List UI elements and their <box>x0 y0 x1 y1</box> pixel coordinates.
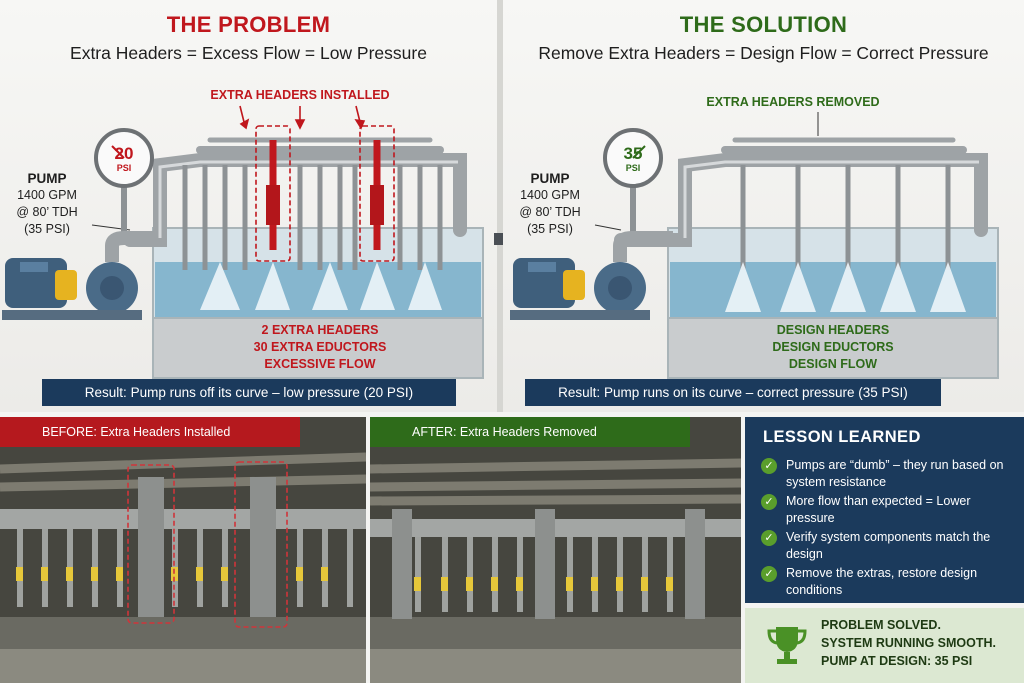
pump-icon <box>510 231 673 320</box>
tank-note: 30 EXTRA EDUCTORS <box>253 340 387 354</box>
water-spray <box>200 262 442 310</box>
solution-result-bar: Result: Pump runs on its curve – correct… <box>525 379 941 406</box>
problem-solved-panel: PROBLEM SOLVED. SYSTEM RUNNING SMOOTH. P… <box>745 608 1024 683</box>
solution-gauge-value: 35 <box>623 144 643 163</box>
callout-arrows <box>239 105 366 130</box>
eductor-drops <box>182 165 443 270</box>
pressure-gauge-icon <box>94 128 154 235</box>
header-piping <box>123 137 467 247</box>
problem-tank-notes: 2 EXTRA HEADERS 30 EXTRA EDUCTORS EXCESS… <box>215 322 425 373</box>
pump-leader-line <box>594 224 622 231</box>
tank-base <box>667 317 999 379</box>
after-photo: AFTER: Extra Headers Removed <box>370 417 741 683</box>
check-icon: ✓ <box>761 494 777 510</box>
pump-label: PUMP 1400 GPM @ 80’ TDH (35 PSI) <box>16 171 78 236</box>
solution-title: THE SOLUTION <box>679 12 848 37</box>
before-photo-illustration <box>0 417 366 683</box>
header-highlight <box>158 160 458 238</box>
extra-headers-removed-callout: EXTRA HEADERS REMOVED <box>706 95 880 109</box>
problem-subtitle: Extra Headers = Excess Flow = Low Pressu… <box>70 43 427 63</box>
problem-gauge-unit: PSI <box>116 163 132 173</box>
tank-base <box>152 317 484 379</box>
solution-system-illustration <box>510 112 999 379</box>
problem-gauge-value: 20 <box>114 144 134 163</box>
tank-note: DESIGN HEADERS <box>776 323 890 337</box>
lesson-title: LESSON LEARNED <box>763 428 921 446</box>
lesson-learned-panel: LESSON LEARNED ✓ Pumps are “dumb” – they… <box>745 417 1024 603</box>
problem-result-bar: Result: Pump runs off its curve – low pr… <box>42 379 456 406</box>
pump-icon <box>2 231 155 320</box>
lesson-item: ✓ More flow than expected = Lower pressu… <box>761 493 1011 527</box>
problem-solved-text: PROBLEM SOLVED. SYSTEM RUNNING SMOOTH. P… <box>821 618 997 668</box>
lesson-item: ✓ Remove the extras, restore design cond… <box>761 565 1011 599</box>
solution-gauge-unit: PSI <box>625 163 641 173</box>
problem-panel: THE PROBLEM Extra Headers = Excess Flow … <box>0 0 497 412</box>
solution-panel: THE SOLUTION Remove Extra Headers = Desi… <box>503 0 1024 412</box>
problem-title: THE PROBLEM <box>166 12 331 37</box>
after-photo-illustration <box>370 417 741 683</box>
lesson-item: ✓ Pumps are “dumb” – they run based on s… <box>761 457 1011 491</box>
tank-note: EXCESSIVE FLOW <box>264 357 376 371</box>
after-photo-label: AFTER: Extra Headers Removed <box>370 417 690 447</box>
pressure-gauge-icon <box>603 128 663 235</box>
before-photo: BEFORE: Extra Headers Installed <box>0 417 366 683</box>
lesson-item: ✓ Verify system components match the des… <box>761 529 1011 563</box>
check-icon: ✓ <box>761 458 777 474</box>
trophy-icon <box>767 627 807 664</box>
problem-system-illustration <box>2 105 484 379</box>
header-piping <box>614 137 988 247</box>
solution-subtitle: Remove Extra Headers = Design Flow = Cor… <box>538 43 989 63</box>
water-spray <box>725 262 966 312</box>
before-photo-label: BEFORE: Extra Headers Installed <box>0 417 300 447</box>
panel-divider <box>497 0 503 412</box>
tank-note: 2 EXTRA HEADERS <box>261 323 379 337</box>
check-icon: ✓ <box>761 566 777 582</box>
eductor-drops <box>740 165 951 270</box>
solution-tank-notes: DESIGN HEADERS DESIGN EDUCTORS DESIGN FL… <box>733 322 933 373</box>
pump-label: PUMP 1400 GPM @ 80’ TDH (35 PSI) <box>519 171 581 236</box>
extra-headers-red <box>255 125 395 262</box>
tank-note: DESIGN FLOW <box>788 357 878 371</box>
extra-headers-installed-callout: EXTRA HEADERS INSTALLED <box>210 88 390 102</box>
tank-note: DESIGN EDUCTORS <box>772 340 894 354</box>
header-highlight <box>683 160 979 238</box>
check-icon: ✓ <box>761 530 777 546</box>
